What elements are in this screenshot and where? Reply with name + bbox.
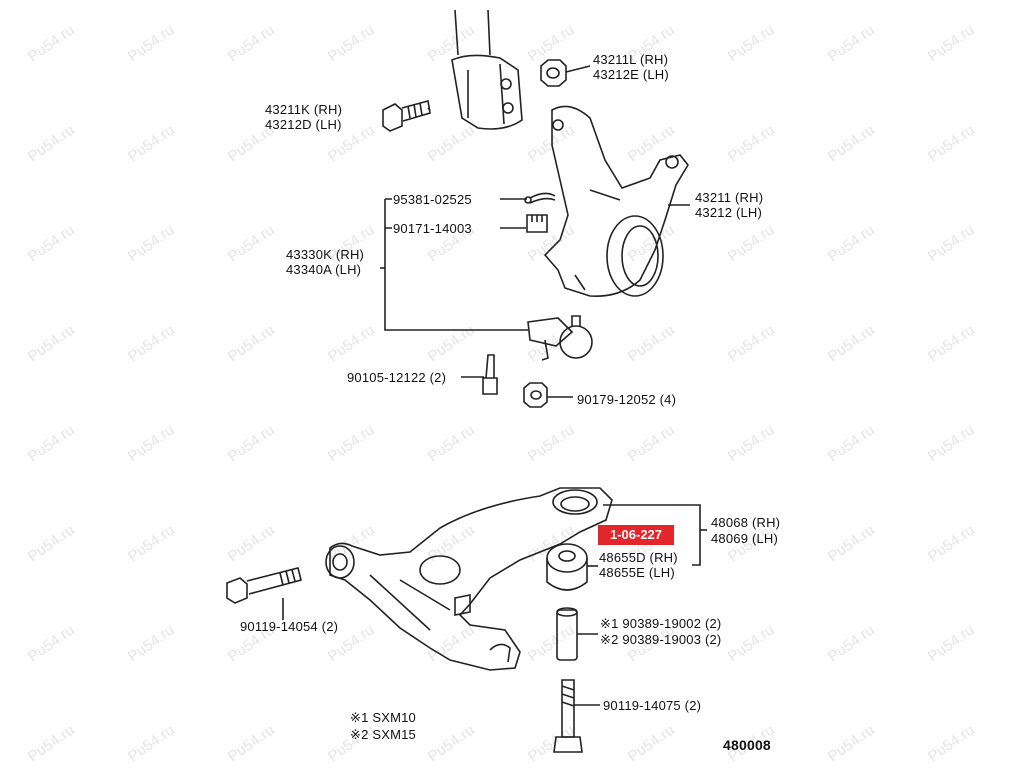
legend-2: ※2 SXM15 [350, 727, 416, 742]
lower-arm-drawing [325, 487, 613, 671]
diagram-code: 480008 [723, 737, 771, 753]
highlight-badge[interactable]: 1-06-227 [598, 525, 674, 545]
castle-nut-label: 90171-14003 [393, 221, 472, 236]
upper-leader-lines [380, 65, 690, 398]
collar-label-1: ※1 90389-19002 (2) [600, 616, 722, 631]
ball-joint-drawing [527, 315, 593, 361]
nut-top-drawing [540, 59, 567, 87]
collar-drawing [556, 607, 578, 661]
knuckle-drawing [543, 105, 689, 297]
ball-joint-label-rh: 43330K (RH) [286, 247, 365, 262]
legend-1: ※1 SXM10 [350, 710, 416, 725]
bolt-left-drawing [382, 99, 431, 132]
knuckle-label-lh: 43212 (LH) [695, 205, 763, 220]
nut-small-label: 90179-12052 (4) [577, 392, 677, 407]
lower-arm-label-rh: 48068 (RH) [711, 515, 781, 530]
nut-top-label-lh: 43212E (LH) [593, 67, 669, 82]
front-bolt-label: 90119-14054 (2) [240, 619, 339, 634]
bushing-drawing [546, 543, 588, 591]
rear-bolt-drawing [553, 679, 583, 753]
bushing-label-rh: 48655D (RH) [599, 550, 678, 565]
ball-joint-label-lh: 43340A (LH) [286, 262, 362, 277]
front-bolt-drawing [226, 567, 302, 604]
bolt-small-drawing [482, 354, 498, 395]
cotter-pin-drawing [524, 192, 556, 204]
cotter-pin-label: 95381-02525 [393, 192, 472, 207]
bolt-left-label-lh: 43212D (LH) [265, 117, 342, 132]
bushing-label-lh: 48655E (LH) [599, 565, 675, 580]
castle-nut-drawing [526, 214, 548, 233]
bolt-left-label-rh: 43211K (RH) [265, 102, 343, 117]
knuckle-label-rh: 43211 (RH) [695, 190, 764, 205]
nut-small-drawing [523, 382, 548, 408]
nut-top-label-rh: 43211L (RH) [593, 52, 669, 67]
collar-label-2: ※2 90389-19003 (2) [600, 632, 722, 647]
lower-leader-lines [282, 504, 707, 706]
rear-bolt-label: 90119-14075 (2) [603, 698, 702, 713]
bolt-small-label: 90105-12122 (2) [347, 370, 447, 385]
strut-drawing [451, 9, 523, 130]
lower-arm-label-lh: 48069 (LH) [711, 531, 779, 546]
